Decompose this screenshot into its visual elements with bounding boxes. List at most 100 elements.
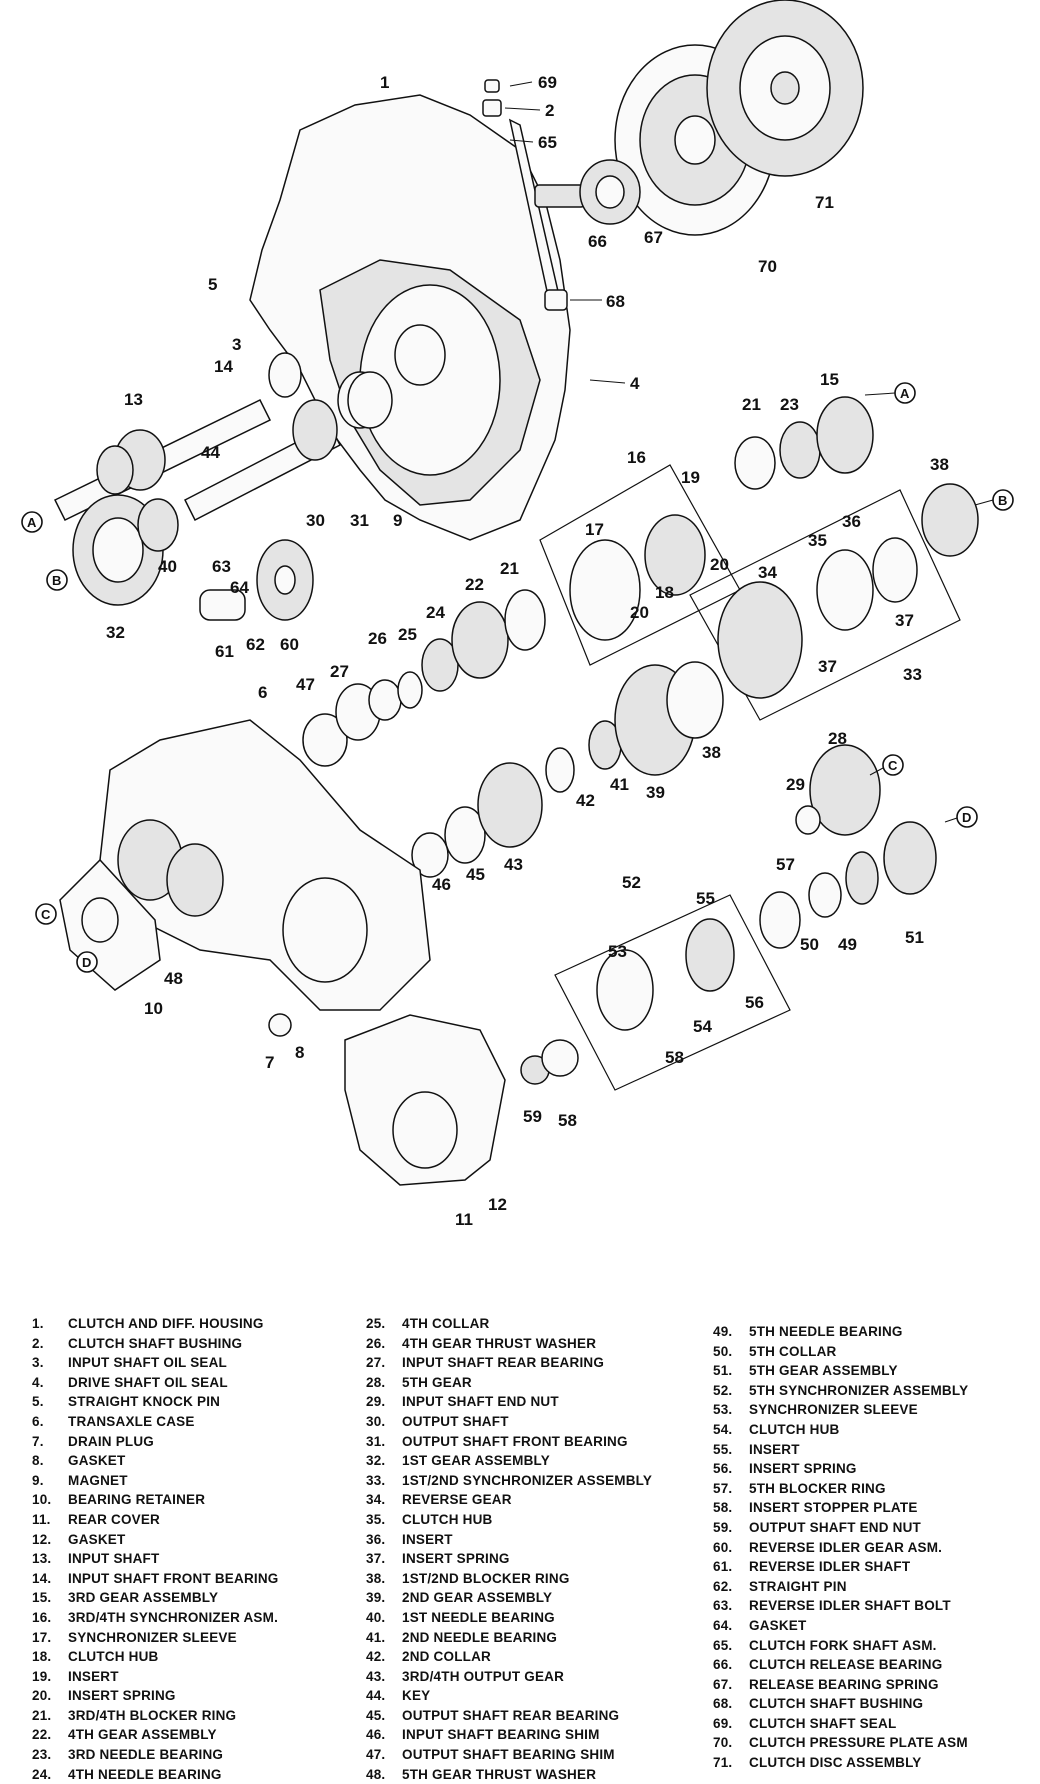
legend-item-name: INPUT SHAFT OIL SEAL (68, 1355, 228, 1371)
legend-item-number: 71. (713, 1755, 733, 1771)
legend-item-number: 65. (713, 1637, 733, 1653)
callout-5: 5 (208, 275, 217, 294)
legend-item: 22.4TH GEAR ASSEMBLY (32, 1725, 279, 1745)
legend-item: 31.OUTPUT SHAFT FRONT BEARING (366, 1432, 652, 1452)
legend-item-number: 62. (713, 1578, 733, 1594)
legend-item: 41.2ND NEEDLE BEARING (366, 1628, 652, 1648)
legend-item: 59.OUTPUT SHAFT END NUT (713, 1518, 968, 1538)
fifth-gear-row (759, 821, 937, 949)
legend-item: 37.INSERT SPRING (366, 1549, 652, 1569)
legend-item-number: 30. (366, 1413, 386, 1429)
legend-item-name: CLUTCH PRESSURE PLATE ASM (749, 1735, 968, 1751)
legend-item-number: 49. (713, 1324, 733, 1339)
legend-item-number: 7. (32, 1433, 44, 1449)
legend-item: 71. CLUTCH DISC ASSEMBLY (713, 1753, 968, 1773)
legend-item: 18.CLUTCH HUB (32, 1647, 279, 1667)
legend-item: 50.5TH COLLAR (713, 1342, 968, 1362)
output-shaft (183, 371, 393, 522)
legend-item-number: 3. (32, 1355, 44, 1371)
callout-17: 17 (585, 520, 604, 539)
callout-7: 7 (265, 1053, 274, 1072)
callout-6: 6 (258, 683, 267, 702)
letter-b-left: B (52, 573, 61, 588)
legend-item: 54.CLUTCH HUB (713, 1420, 968, 1440)
legend-item-number: 66. (713, 1657, 733, 1673)
legend-item-number: 32. (366, 1453, 386, 1469)
legend-item-name: INPUT SHAFT (68, 1551, 160, 1567)
legend-item-number: 69. (713, 1715, 733, 1731)
callout-12: 12 (488, 1195, 507, 1214)
callout-54: 54 (693, 1017, 712, 1036)
callout-47: 47 (296, 675, 315, 694)
callout-62: 62 (246, 635, 265, 654)
legend-item-number: 42. (366, 1649, 386, 1665)
callout-70: 70 (758, 257, 777, 276)
legend-item-name: 1ST/2ND BLOCKER RING (402, 1570, 570, 1586)
callout-61: 61 (215, 642, 234, 661)
legend-item-number: 55. (713, 1441, 733, 1457)
legend-item: 19.INSERT (32, 1667, 279, 1687)
callout-64: 64 (230, 578, 249, 597)
legend-item-name: CLUTCH HUB (68, 1649, 159, 1665)
legend-item: 5.STRAIGHT KNOCK PIN (32, 1392, 279, 1412)
legend-item-name: CLUTCH FORK SHAFT ASM. (749, 1637, 937, 1653)
callout-41: 41 (610, 775, 629, 794)
legend-item-number: 68. (713, 1696, 733, 1712)
legend-item-number: 37. (366, 1551, 386, 1567)
letter-a-left: A (27, 515, 37, 530)
legend-item: 38.1ST/2ND BLOCKER RING (366, 1569, 652, 1589)
legend-item: 9.MAGNET (32, 1471, 279, 1491)
legend-item-number: 25. (366, 1316, 386, 1331)
legend-item-number: 22. (32, 1727, 52, 1743)
callout-27: 27 (330, 662, 349, 681)
legend-item-name: CLUTCH HUB (749, 1421, 840, 1437)
callout-63: 63 (212, 557, 231, 576)
legend-item-name: INSERT SPRING (68, 1688, 176, 1704)
legend-item: 28.5TH GEAR (366, 1373, 652, 1393)
letter-b-right: B (998, 493, 1007, 508)
legend-item-name: REVERSE IDLER SHAFT (749, 1559, 911, 1575)
leader-lines (504, 81, 994, 823)
legend-item-name: OUTPUT SHAFT BEARING SHIM (402, 1747, 615, 1763)
legend-item-number: 24. (32, 1766, 52, 1782)
callout-37-right: 37 (895, 611, 914, 630)
legend-item-name: INSERT STOPPER PLATE (749, 1500, 918, 1516)
letter-d-left: D (82, 955, 91, 970)
legend-item-number: 46. (366, 1727, 386, 1743)
legend-item: 33.1ST/2ND SYNCHRONIZER ASSEMBLY (366, 1471, 652, 1491)
synchronizer-frame-33 (689, 489, 961, 721)
legend-item: 35.CLUTCH HUB (366, 1510, 652, 1530)
legend-item-name: STRAIGHT KNOCK PIN (68, 1394, 221, 1410)
callout-42: 42 (576, 791, 595, 810)
legend-item-number: 13. (32, 1551, 52, 1567)
legend-item: 44.KEY (366, 1686, 652, 1706)
legend-item-name: MAGNET (68, 1472, 128, 1488)
legend-item-name: BEARING RETAINER (68, 1492, 206, 1508)
legend-item-name: 2ND COLLAR (402, 1649, 491, 1665)
legend-item-name: INSERT (402, 1531, 453, 1547)
callout-69: 69 (538, 73, 557, 92)
legend-item-number: 53. (713, 1402, 733, 1418)
legend-item-name: OUTPUT SHAFT (402, 1413, 509, 1429)
callout-60: 60 (280, 635, 299, 654)
legend-item-number: 43. (366, 1668, 386, 1684)
callout-71: 71 (815, 193, 834, 212)
legend-item: 10.BEARING RETAINER (32, 1490, 279, 1510)
legend-item-name: GASKET (68, 1531, 126, 1547)
callout-4: 4 (630, 374, 640, 393)
legend-item: 11.REAR COVER (32, 1510, 279, 1530)
legend-item-name: CLUTCH DISC ASSEMBLY (749, 1755, 922, 1771)
callout-58-nut: 58 (558, 1111, 577, 1130)
legend-item-name: 1ST NEEDLE BEARING (402, 1609, 555, 1625)
legend-item: 39.2ND GEAR ASSEMBLY (366, 1588, 652, 1608)
legend-item-name: INPUT SHAFT REAR BEARING (402, 1355, 605, 1371)
legend-item-name: 5TH GEAR (402, 1374, 472, 1390)
legend-item-number: 4. (32, 1374, 44, 1390)
callout-59: 59 (523, 1107, 542, 1126)
callout-50: 50 (800, 935, 819, 954)
legend-item: 32.1ST GEAR ASSEMBLY (366, 1451, 652, 1471)
legend-item-number: 59. (713, 1519, 733, 1535)
legend-item-number: 33. (366, 1472, 386, 1488)
